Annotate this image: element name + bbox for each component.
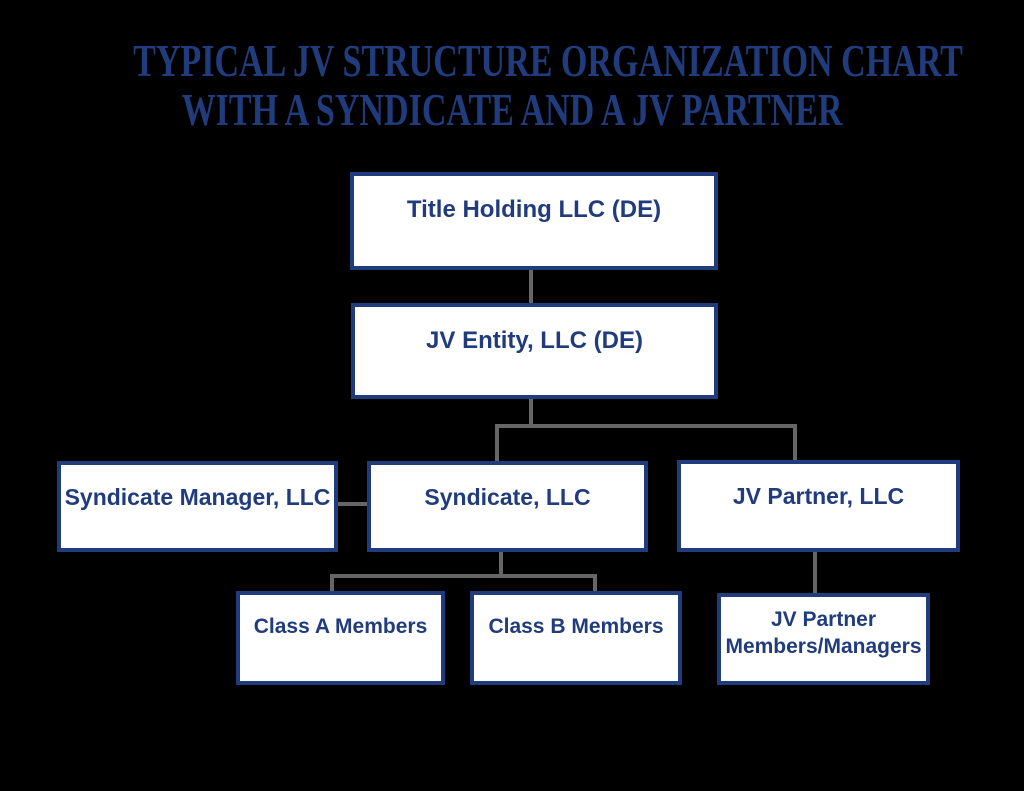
connector-syndicate-drop [499,552,503,574]
connector-branch-to-classa [330,574,334,591]
connector-members-branch-horizontal [330,574,597,578]
chart-title-line-2: WITH A SYNDICATE AND A JV PARTNER [181,84,843,135]
node-jv-partner-members-line2: Members/Managers [725,635,922,658]
node-title-holding: Title Holding LLC (DE) [350,172,718,270]
node-jv-partner: JV Partner, LLC [677,460,960,552]
connector-branch-to-classb [593,574,597,591]
node-syndicate-manager: Syndicate Manager, LLC [57,461,338,552]
node-jv-partner-members: JV Partner Members/Managers [717,593,930,685]
chart-title: TYPICAL JV STRUCTURE ORGANIZATION CHART … [0,36,1024,134]
chart-title-line-1: TYPICAL JV STRUCTURE ORGANIZATION CHART [133,35,963,86]
node-class-b-members-label: Class B Members [488,615,664,638]
node-title-holding-label: Title Holding LLC (DE) [406,196,662,223]
node-syndicate-manager-label: Syndicate Manager, LLC [64,484,331,510]
node-syndicate: Syndicate, LLC [367,461,648,552]
connector-branch-horizontal [495,424,797,428]
node-class-a-members-label: Class A Members [253,615,428,638]
node-jv-partner-label: JV Partner, LLC [732,483,905,509]
node-jv-entity: JV Entity, LLC (DE) [351,303,718,399]
connector-titleholding-to-jventity [529,270,533,303]
connector-jventity-drop [529,399,533,424]
connector-syndicatemanager-to-syndicate [338,502,367,506]
connector-branch-to-syndicate [495,424,499,461]
node-jv-entity-label: JV Entity, LLC (DE) [426,327,643,354]
connector-branch-to-jvpartner [793,424,797,460]
node-jv-partner-members-line1: JV Partner [770,608,877,631]
connector-jvpartner-to-members [813,552,817,593]
node-class-a-members: Class A Members [236,591,445,685]
node-class-b-members: Class B Members [470,591,682,685]
node-syndicate-label: Syndicate, LLC [424,484,591,510]
